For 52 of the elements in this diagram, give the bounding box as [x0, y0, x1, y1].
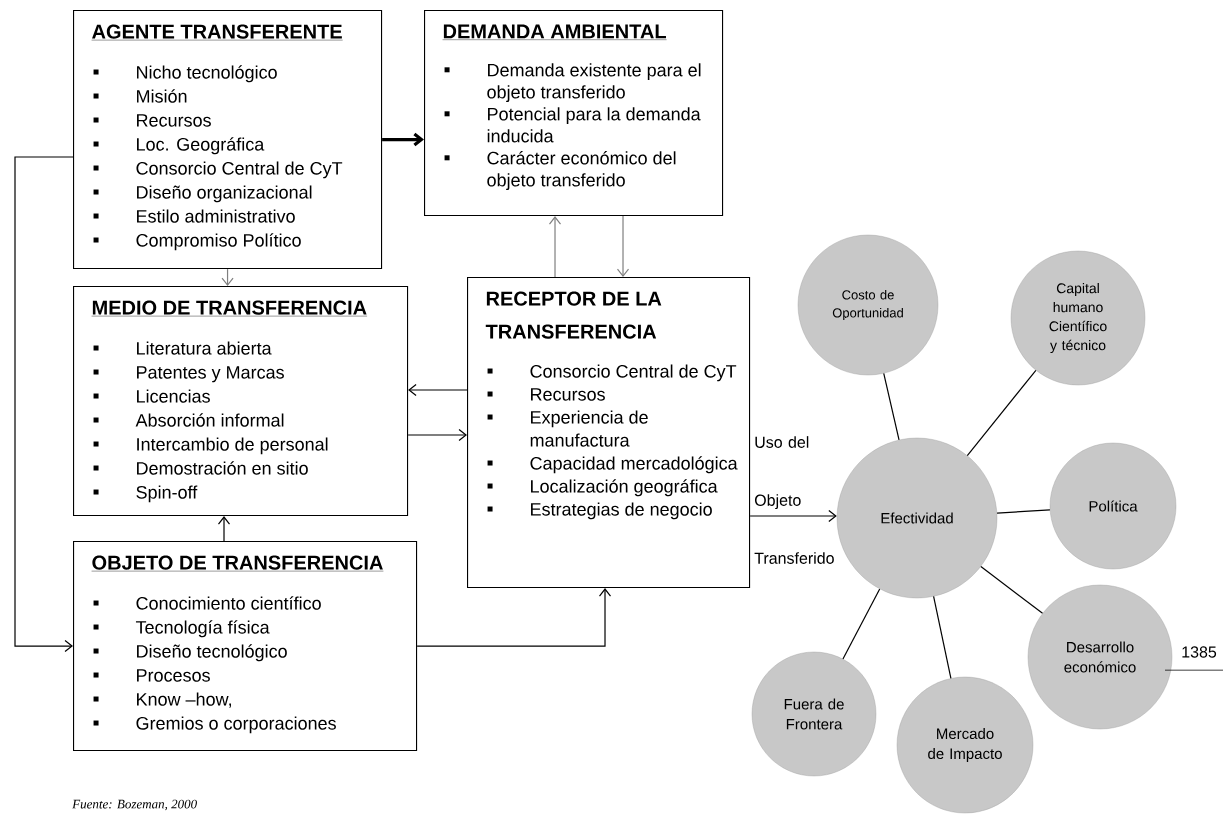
list-item: Experiencia de manufactura	[487, 410, 648, 447]
arrow	[616, 215, 630, 277]
concept-box	[73, 541, 418, 752]
list-item: Estilo administrativo	[93, 209, 295, 223]
list-item: Consorcio Central de CyT	[487, 364, 737, 382]
list-item: Intercambio de personal	[93, 437, 328, 455]
concept-box	[424, 10, 724, 217]
box-heading: RECEPTOR DE LA TRANSFERENCIA	[485, 291, 662, 339]
list-item: Recursos	[93, 114, 211, 127]
list-item: Capacidad mercadológica	[487, 456, 738, 474]
list-item: Demostración en sitio	[93, 461, 308, 475]
list-item: Potencial para la demanda inducida	[444, 107, 701, 143]
concept-box	[73, 286, 409, 517]
list-item: Misión	[93, 89, 187, 103]
list-item: Estrategias de negocio	[487, 502, 712, 520]
edge-label: Uso del Objeto Transferido	[754, 436, 834, 564]
box-heading: AGENTE TRANSFERENTE	[91, 24, 343, 41]
list-item: Diseño tecnológico	[93, 644, 287, 662]
arrow	[221, 268, 234, 286]
list-item: Nicho tecnológico	[93, 65, 277, 83]
list-item: Loc. Geográfica	[93, 137, 265, 155]
list-item: Gremios o corporaciones	[93, 716, 336, 734]
list-item: Tecnología física	[93, 620, 270, 638]
list-item: Carácter económico del objeto transferido	[444, 151, 676, 191]
arrow	[408, 383, 468, 397]
box-heading: MEDIO DE TRANSFERENCIA	[91, 300, 368, 317]
list-item: Consorcio Central de CyT	[93, 161, 343, 179]
caption: Fuente: Bozeman, 2000	[72, 799, 197, 811]
concept-box	[467, 277, 751, 589]
arrow	[548, 216, 562, 278]
list-item: Patentes y Marcas	[93, 366, 284, 383]
list-item: Conocimiento científico	[93, 596, 321, 610]
list-item: Compromiso Político	[93, 233, 301, 251]
list-item: Demanda existente para el objeto transferido	[444, 63, 701, 103]
list-item: Absorción informal	[93, 413, 284, 427]
list-item: Licencias	[93, 389, 210, 403]
concept-box	[73, 10, 383, 270]
arrow	[749, 509, 837, 523]
arrow	[382, 132, 424, 147]
list-item: Diseño organizacional	[93, 185, 312, 203]
list-item: Spin-off	[93, 485, 198, 503]
list-item: Localización geográfica	[487, 479, 718, 497]
arrow	[217, 516, 231, 542]
list-item: Procesos	[93, 669, 210, 682]
list-item: Know –how,	[93, 692, 231, 708]
arrow	[14, 156, 74, 653]
box-heading: OBJETO DE TRANSFERENCIA	[91, 555, 384, 572]
list-item: Literatura abierta	[93, 341, 272, 355]
arrow	[407, 428, 467, 442]
list-item: Recursos	[487, 388, 605, 401]
arrow	[416, 588, 612, 647]
box-heading: DEMANDA AMBIENTAL	[442, 24, 667, 40]
